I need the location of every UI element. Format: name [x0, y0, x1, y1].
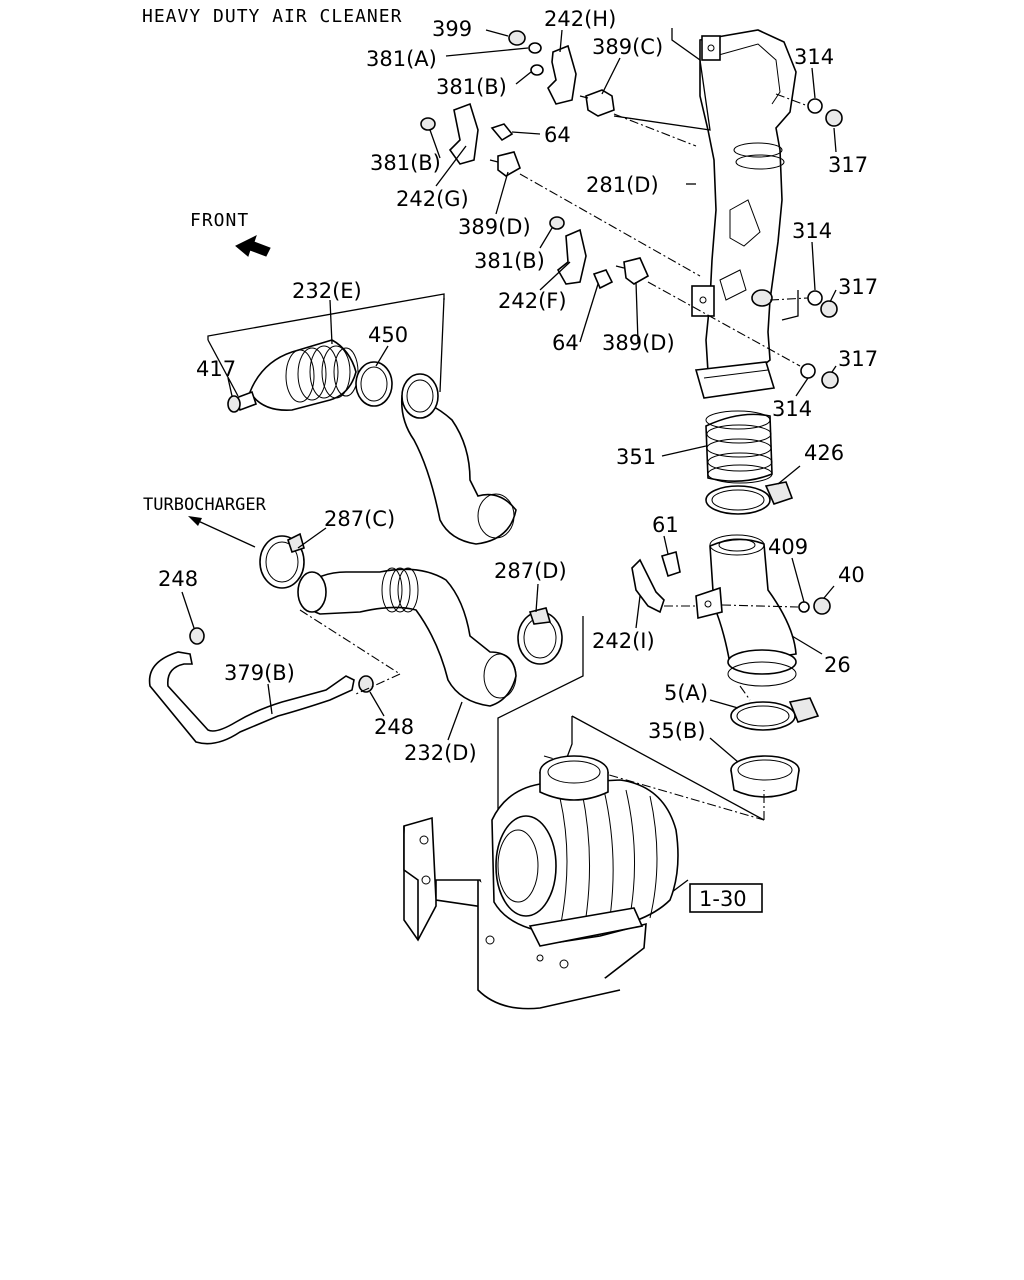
callout-314-mid: 314 — [792, 219, 832, 243]
callout-labels: 399 242(H) 381(A) 389(C) 314 381(B) 64 3… — [158, 7, 878, 765]
reference-box-label: 1-30 — [699, 887, 747, 911]
bracket-242f-group — [549, 216, 801, 367]
callout-248-low: 248 — [374, 715, 414, 739]
callout-399: 399 — [432, 17, 472, 41]
callout-242f: 242(F) — [498, 289, 567, 313]
turbocharger-arrow-icon — [188, 516, 256, 548]
callout-26: 26 — [824, 653, 851, 677]
seal-35b — [730, 755, 800, 798]
callout-317-top: 317 — [828, 153, 868, 177]
callout-281d: 281(D) — [586, 173, 659, 197]
callout-381a: 381(A) — [366, 47, 437, 71]
front-arrow-icon — [235, 235, 271, 257]
callout-287c: 287(C) — [324, 507, 395, 531]
callout-40: 40 — [838, 563, 865, 587]
callout-64-top: 64 — [544, 123, 571, 147]
clamp-287d — [517, 607, 563, 665]
callout-314-low: 314 — [772, 397, 812, 421]
callout-450: 450 — [368, 323, 408, 347]
callout-389d-low: 389(D) — [602, 331, 675, 355]
ring-450 — [355, 361, 393, 407]
bracket-242h-group — [508, 30, 697, 147]
callout-35b: 35(B) — [648, 719, 706, 743]
callout-5a: 5(A) — [664, 681, 708, 705]
reference-box: 1-30 — [689, 883, 763, 913]
hose-379b — [148, 627, 374, 745]
callout-317-mid: 317 — [838, 275, 878, 299]
callout-381b-top: 381(B) — [436, 75, 507, 99]
callout-248-top: 248 — [158, 567, 198, 591]
washer-nut-26 — [721, 597, 831, 615]
callout-232d: 232(D) — [404, 741, 477, 765]
hose-232e — [227, 339, 359, 413]
callout-242g: 242(G) — [396, 187, 469, 211]
callout-389c: 389(C) — [592, 35, 663, 59]
hose-232d — [297, 567, 517, 707]
callout-314-top: 314 — [794, 45, 834, 69]
bellows-351 — [705, 410, 773, 484]
turbocharger-label: TURBOCHARGER — [143, 495, 267, 515]
leader-lines — [181, 29, 837, 763]
front-label: FRONT — [190, 210, 249, 231]
clamp-5a — [730, 697, 820, 731]
intake-duct-281d — [691, 29, 797, 399]
clamp-287c — [259, 532, 305, 589]
washers-nuts-right — [769, 93, 843, 389]
diagram-title: HEAVY DUTY AIR CLEANER — [142, 6, 402, 27]
callout-317-low: 317 — [838, 347, 878, 371]
callout-426: 426 — [804, 441, 844, 465]
callout-417: 417 — [196, 357, 236, 381]
air-cleaner-assembly — [403, 755, 679, 1010]
callout-242h: 242(H) — [544, 7, 616, 31]
elbow-26 — [695, 534, 797, 687]
callout-242i: 242(I) — [592, 629, 655, 653]
callout-381b-mid: 381(B) — [370, 151, 441, 175]
callout-287d: 287(D) — [494, 559, 567, 583]
callout-64-low: 64 — [552, 331, 579, 355]
bracket-242i-group — [631, 550, 696, 614]
callout-61: 61 — [652, 513, 679, 537]
callout-232e: 232(E) — [292, 279, 362, 303]
clamp-426 — [705, 481, 794, 515]
callout-409: 409 — [768, 535, 808, 559]
bracket-242g-group — [420, 102, 701, 277]
hose-bend-upper — [400, 373, 517, 545]
callout-379b: 379(B) — [224, 661, 295, 685]
callout-351: 351 — [616, 445, 656, 469]
callout-381b-low: 381(B) — [474, 249, 545, 273]
callout-389d-mid: 389(D) — [458, 215, 531, 239]
